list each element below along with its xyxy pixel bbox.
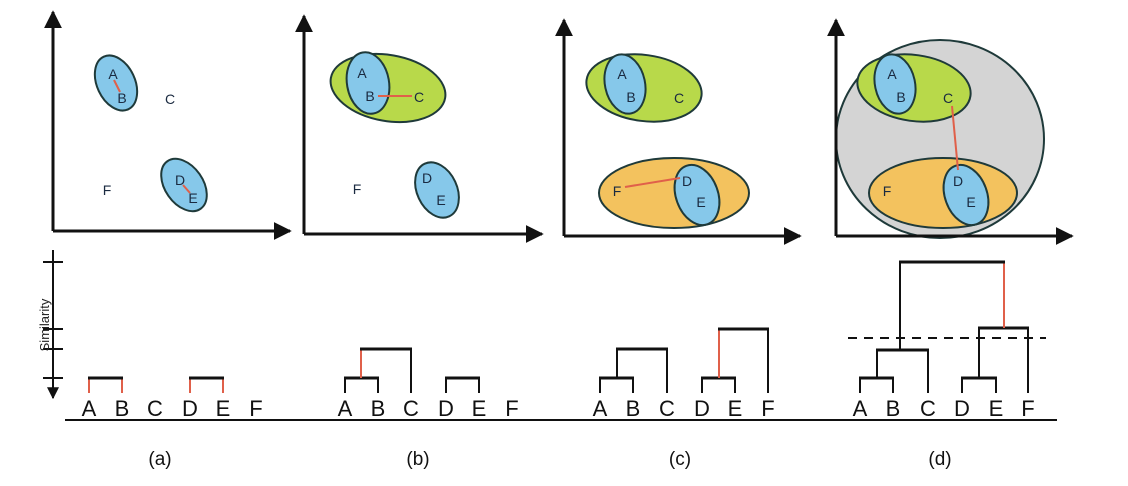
- leaf-label-f: F: [505, 396, 518, 421]
- nearest-link-line: [182, 184, 191, 194]
- point-label-b: B: [365, 88, 374, 104]
- leaf-label-d: D: [182, 396, 198, 421]
- scatter-panel-a: AB C DE F: [44, 10, 292, 240]
- similarity-axis: Similarity: [37, 250, 63, 400]
- point-label-e: E: [436, 192, 445, 208]
- cluster-blue-ellipse: [873, 53, 917, 115]
- point-label-c: C: [414, 89, 424, 105]
- panel-caption-d: (d): [928, 449, 951, 470]
- point-label-d: D: [953, 173, 963, 189]
- panel-captions: (a) (b) (c) (d): [148, 449, 951, 470]
- leaf-label-c: C: [147, 396, 163, 421]
- point-label-d: D: [682, 173, 692, 189]
- leaf-label-a: A: [338, 396, 353, 421]
- leaf-label-b: B: [626, 396, 641, 421]
- leaf-label-f: F: [761, 396, 774, 421]
- point-label-a: A: [108, 66, 118, 82]
- leaf-label-d: D: [438, 396, 454, 421]
- point-label-e: E: [966, 194, 975, 210]
- panel-caption-a: (a): [148, 449, 171, 470]
- leaf-label-e: E: [728, 396, 743, 421]
- leaf-label-c: C: [659, 396, 675, 421]
- cluster-blue-ellipse: [345, 51, 391, 115]
- leaf-label-a: A: [853, 396, 868, 421]
- leaf-label-b: B: [115, 396, 130, 421]
- nearest-link-line: [624, 177, 681, 188]
- nearest-link-line: [113, 79, 121, 93]
- point-label-d: D: [175, 172, 185, 188]
- point-label-c: C: [943, 90, 953, 106]
- leaf-label-e: E: [989, 396, 1004, 421]
- leaf-label-e: E: [472, 396, 487, 421]
- point-label-a: A: [887, 66, 897, 82]
- point-label-f: F: [103, 182, 112, 198]
- leaf-label-e: E: [216, 396, 231, 421]
- cluster-blue-ellipse: [603, 53, 647, 115]
- point-label-c: C: [674, 90, 684, 106]
- similarity-axis-title: Similarity: [37, 298, 52, 351]
- leaf-label-a: A: [593, 396, 608, 421]
- point-label-e: E: [188, 190, 197, 206]
- point-label-d: D: [422, 170, 432, 186]
- nearest-link-line: [951, 105, 959, 171]
- leaf-label-b: B: [886, 396, 901, 421]
- point-label-a: A: [357, 65, 367, 81]
- leaf-label-c: C: [403, 396, 419, 421]
- leaf-label-f: F: [1021, 396, 1034, 421]
- scatter-panel-c: AB C DE F: [555, 18, 802, 245]
- cluster-blue-ellipse: [673, 163, 721, 227]
- leaf-label-d: D: [954, 396, 970, 421]
- point-label-f: F: [883, 183, 892, 199]
- point-label-e: E: [696, 194, 705, 210]
- scatter-panel-d: AB C DE F: [827, 18, 1074, 245]
- leaf-label-f: F: [249, 396, 262, 421]
- point-label-b: B: [117, 90, 126, 106]
- panel-caption-c: (c): [669, 449, 691, 470]
- point-label-b: B: [896, 89, 905, 105]
- point-label-f: F: [613, 183, 622, 199]
- leaf-label-a: A: [82, 396, 97, 421]
- cluster-blue-ellipse: [414, 161, 460, 219]
- point-label-b: B: [626, 89, 635, 105]
- cluster-blue-ellipse: [942, 163, 990, 227]
- scatter-panel-b: AB C DE F: [295, 14, 544, 243]
- point-label-f: F: [353, 181, 362, 197]
- leaf-label-c: C: [920, 396, 936, 421]
- panel-caption-b: (b): [406, 449, 429, 470]
- point-label-a: A: [617, 66, 627, 82]
- leaf-label-d: D: [694, 396, 710, 421]
- point-label-c: C: [165, 91, 175, 107]
- leaf-label-b: B: [371, 396, 386, 421]
